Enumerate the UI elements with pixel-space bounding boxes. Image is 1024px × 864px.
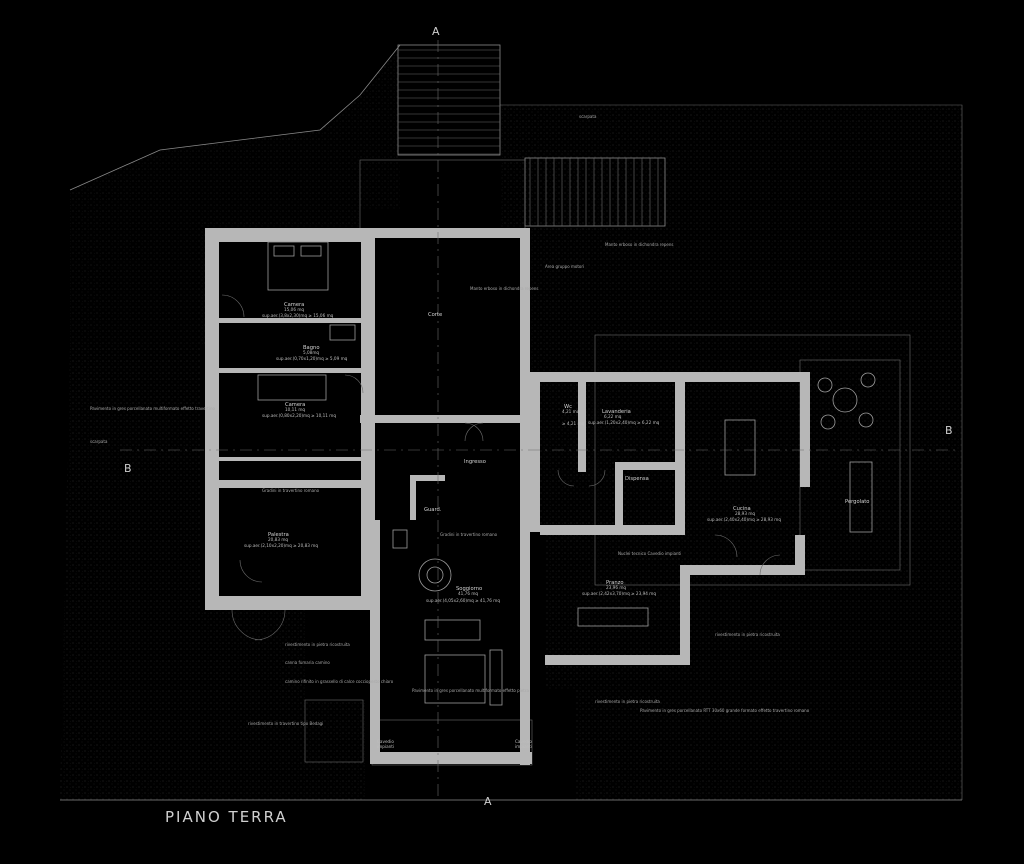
note-manto-erboso-corte: Manto erboso in dichondra repens bbox=[470, 286, 538, 291]
note-rivestimento-3: rivestimento in pietra ricostruita bbox=[595, 699, 660, 704]
room-pranzo-formula: sup.aer.(2,42x3,70)mq ≥ 23,94 mq bbox=[582, 591, 656, 596]
room-camera-1-area: 15,06 mq bbox=[284, 307, 304, 312]
walls bbox=[205, 228, 810, 765]
room-cavedio-2-sub: impianti bbox=[515, 744, 532, 749]
note-area-gruppo: Area gruppo motori bbox=[545, 264, 584, 269]
room-soggiorno-formula: sup.aer.(4,05x2,60)mq ≥ 41,76 mq bbox=[426, 598, 500, 603]
section-mark-a-bottom: A bbox=[484, 795, 492, 808]
note-pavimento-left: Pavimento in gres porcellanato multiform… bbox=[90, 406, 215, 411]
room-lavanderia: Lavanderia bbox=[602, 409, 631, 415]
room-camera-1-formula: sup.aer.(3,8x2,30)mq ≥ 15,06 mq bbox=[262, 313, 334, 318]
annotations: scarpata scarpata Manto erboso in dichon… bbox=[90, 114, 810, 726]
room-cavedio-1: Cavedio bbox=[377, 739, 394, 744]
drawing-title: PIANO TERRA bbox=[165, 808, 288, 826]
room-labels: Camera 15,06 mq sup.aer.(3,8x2,30)mq ≥ 1… bbox=[244, 302, 869, 749]
section-mark-b-right: B bbox=[945, 424, 953, 437]
room-bagno-area: 5,08mq bbox=[303, 350, 319, 355]
room-wc: Wc bbox=[564, 404, 572, 410]
note-rivestimento-2: rivestimento in pietra ricostruita bbox=[715, 632, 780, 637]
room-camera-1: Camera bbox=[284, 302, 304, 308]
room-lavanderia-formula: sup.aer.(1,20x2,40)mq ≥ 6,22 mq bbox=[588, 420, 660, 425]
room-wc-formula: ≥ 4,21 mq bbox=[562, 421, 585, 426]
room-pranzo: Pranzo bbox=[606, 580, 624, 586]
room-cavedio-2: Cavedio bbox=[515, 739, 532, 744]
note-nuclei: Nuclei tecnico Cavedio impianti bbox=[618, 551, 681, 556]
room-cucina: Cucina bbox=[733, 506, 751, 512]
room-corte: Corte bbox=[428, 312, 442, 318]
note-rivestimento-1: rivestimento in pietra ricostruita bbox=[285, 642, 350, 647]
note-scarpata-left: scarpata bbox=[90, 439, 108, 444]
room-camera-2-area: 10,11 mq bbox=[285, 407, 305, 412]
room-dispensa: Dispensa bbox=[625, 476, 649, 482]
note-camino: camino rifinito in grassello di calce co… bbox=[285, 679, 394, 684]
room-pergolato: Pergolato bbox=[845, 499, 869, 505]
note-gradini-2: Gradini in travertino romano bbox=[440, 532, 498, 537]
room-soggiorno-area: 41,76 mq bbox=[458, 591, 478, 596]
note-pavimento-soggiorno: Pavimento in gres porcellanato multiform… bbox=[412, 688, 529, 693]
doors bbox=[221, 294, 781, 641]
room-palestra: Palestra bbox=[268, 532, 289, 538]
room-ingresso: Ingresso bbox=[464, 459, 486, 465]
section-mark-a-top: A bbox=[432, 25, 440, 38]
note-gradini-1: Gradini in travertino romano bbox=[262, 488, 320, 493]
note-rivestimento-travertino: rivestimento in travertino tipo Bedagi bbox=[248, 721, 323, 726]
note-canna-fumaria: canna fumaria camino bbox=[285, 660, 330, 665]
room-camera-2: Camera bbox=[285, 402, 305, 408]
room-cavedio-1-sub: impianti bbox=[377, 744, 394, 749]
room-lavanderia-area: 6,22 mq bbox=[604, 414, 622, 419]
room-soggiorno: Soggiorno bbox=[456, 586, 482, 592]
room-wc-area: 4,21 mq bbox=[562, 409, 580, 414]
note-pavimento-cucina: Pavimento in gres porcellanato RTT 30x60… bbox=[640, 708, 810, 713]
room-guard: Guard. bbox=[424, 507, 442, 513]
room-palestra-formula: sup.aer.(2,10x2,20)mq ≥ 20,83 mq bbox=[244, 543, 318, 548]
note-manto-erboso-right: Manto erboso in dichondra repens bbox=[605, 242, 673, 247]
room-pranzo-area: 23,96 mq bbox=[606, 585, 626, 590]
room-bagno: Bagno bbox=[303, 345, 320, 351]
room-cucina-area: 28,93 mq bbox=[735, 511, 755, 516]
furniture bbox=[257, 241, 876, 706]
note-scarpata-top: scarpata bbox=[579, 114, 597, 119]
section-mark-b-left: B bbox=[124, 462, 132, 475]
room-palestra-area: 20,83 mq bbox=[268, 537, 288, 542]
section-lines: A A B B bbox=[120, 25, 960, 808]
room-bagno-formula: sup.aer.(0,70x1,20)mq ≥ 5,09 mq bbox=[276, 356, 348, 361]
room-camera-2-formula: sup.aer.(0,80x2,20)mq ≥ 10,11 mq bbox=[262, 413, 336, 418]
room-cucina-formula: sup.aer.(2,40x2,40)mq ≥ 28,93 mq bbox=[707, 517, 781, 522]
